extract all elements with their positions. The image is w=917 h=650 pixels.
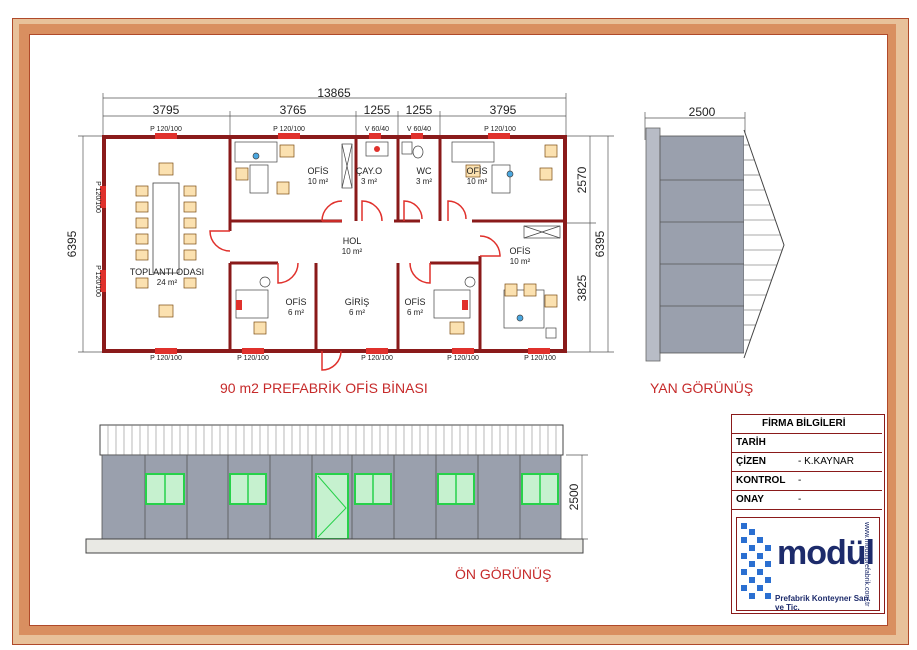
window-label-top-2: P 120/100 bbox=[273, 126, 305, 133]
door-swing bbox=[317, 475, 347, 538]
top-dimension-lines bbox=[102, 93, 567, 138]
title-block-row-drawn: ÇİZEN - K.KAYNAR bbox=[732, 453, 882, 472]
front-roof bbox=[99, 424, 564, 456]
foundation bbox=[85, 538, 584, 554]
logo-url: www.modulprefabrik.com.tr bbox=[863, 522, 870, 607]
overall-width-label: 13865 bbox=[317, 86, 351, 100]
title-block-header: FİRMA BİLGİLERİ bbox=[732, 415, 882, 434]
check-label: KONTROL bbox=[736, 475, 786, 486]
window-markers bbox=[100, 133, 550, 354]
title-block: FİRMA BİLGİLERİ TARİH ÇİZEN - K.KAYNAR K… bbox=[731, 414, 885, 614]
drawn-by-value: - K.KAYNAR bbox=[798, 456, 854, 467]
room-meeting-area: 24 m² bbox=[157, 278, 178, 287]
conference-table bbox=[135, 162, 197, 318]
logo-subtitle: Prefabrik Konteyner San. ve Tic. bbox=[775, 594, 871, 612]
plan-title: 90 m2 PREFABRİK OFİS BİNASI bbox=[220, 380, 428, 396]
window-label-bottom-3: P 120/100 bbox=[361, 355, 393, 362]
right-dim-upper: 2570 bbox=[575, 166, 589, 193]
room-office-3-name: OFİS bbox=[285, 297, 306, 307]
room-office-5-area: 10 m² bbox=[510, 257, 531, 266]
floor-plan: 13865 3795 3765 1255 1255 3795 6395 2570 bbox=[65, 86, 614, 371]
front-door bbox=[315, 473, 349, 540]
title-block-row-date: TARİH bbox=[732, 434, 882, 453]
front-view-title: ÖN GÖRÜNÜŞ bbox=[455, 566, 552, 582]
right-dimension-lines bbox=[566, 135, 614, 353]
approve-label: ONAY bbox=[736, 494, 764, 505]
front-view: 2500 bbox=[85, 424, 588, 554]
title-block-header-text: FİRMA BİLGİLERİ bbox=[762, 418, 846, 429]
segment-label-1: 3795 bbox=[153, 103, 180, 117]
room-entrance-area: 6 m² bbox=[349, 308, 365, 317]
window-label-top-1: P 120/100 bbox=[150, 126, 182, 133]
roof-gable bbox=[743, 129, 785, 359]
room-office-4-area: 6 m² bbox=[407, 308, 423, 317]
room-office-5-name: OFİS bbox=[509, 246, 530, 256]
front-panel-joints bbox=[144, 455, 521, 539]
window-label-top-3: V 60/40 bbox=[365, 126, 389, 133]
window-label-bottom-5: P 120/100 bbox=[524, 355, 556, 362]
window-label-top-5: P 120/100 bbox=[484, 126, 516, 133]
left-dimension-line bbox=[78, 135, 105, 353]
room-office-1-name: OFİS bbox=[307, 166, 328, 176]
doors bbox=[209, 200, 501, 371]
date-label: TARİH bbox=[736, 437, 766, 448]
segment-label-2: 3765 bbox=[280, 103, 307, 117]
room-meeting-name: TOPLANTI ODASI bbox=[130, 267, 204, 277]
check-value: - bbox=[798, 475, 802, 486]
window-label-top-4: V 60/40 bbox=[407, 126, 431, 133]
side-view-title: YAN GÖRÜNÜŞ bbox=[650, 380, 754, 396]
room-wc-name: WC bbox=[417, 166, 432, 176]
room-entrance-name: GİRİŞ bbox=[345, 297, 370, 307]
window-label-left-2: P 120/100 bbox=[94, 265, 101, 297]
front-height-label: 2500 bbox=[567, 483, 581, 510]
room-tea-area: 3 m² bbox=[361, 177, 377, 186]
window-label-bottom-1: P 120/100 bbox=[150, 355, 182, 362]
side-panel-joints bbox=[660, 179, 744, 307]
room-office-2-area: 10 m² bbox=[467, 177, 488, 186]
front-dimension-line bbox=[566, 454, 588, 540]
room-wc-area: 3 m² bbox=[416, 177, 432, 186]
room-office-2-name: OFİS bbox=[466, 166, 487, 176]
window-label-left-1: P 120/100 bbox=[94, 181, 101, 213]
title-block-row-check: KONTROL - bbox=[732, 472, 882, 491]
logo-mark bbox=[741, 523, 771, 599]
segment-label-3: 1255 bbox=[364, 103, 391, 117]
segment-label-5: 3795 bbox=[490, 103, 517, 117]
title-block-row-approve: ONAY - bbox=[732, 491, 882, 510]
window-mullions bbox=[164, 474, 541, 504]
fixtures bbox=[341, 141, 561, 239]
side-wall-panel bbox=[659, 135, 745, 354]
room-office-3-area: 6 m² bbox=[288, 308, 304, 317]
logo-wordmark: modül bbox=[777, 534, 875, 572]
room-hall-area: 10 m² bbox=[342, 247, 363, 256]
side-width-label: 2500 bbox=[689, 105, 716, 119]
side-view: 2500 bbox=[644, 105, 785, 362]
overall-depth-left: 6395 bbox=[65, 230, 79, 257]
room-office-4-name: OFİS bbox=[404, 297, 425, 307]
room-tea-name: ÇAY.O bbox=[356, 166, 382, 176]
window-label-bottom-4: P 120/100 bbox=[447, 355, 479, 362]
segment-label-4: 1255 bbox=[406, 103, 433, 117]
office-furniture bbox=[234, 141, 558, 339]
overall-depth-right: 6395 bbox=[593, 230, 607, 257]
company-logo: modül Prefabrik Konteyner San. ve Tic. w… bbox=[736, 517, 880, 612]
roof-ribs bbox=[107, 425, 557, 455]
drawn-by-label: ÇİZEN bbox=[736, 456, 766, 467]
approve-value: - bbox=[798, 494, 802, 505]
room-office-1-area: 10 m² bbox=[308, 177, 329, 186]
room-hall-name: HOL bbox=[343, 236, 362, 246]
window-label-bottom-2: P 120/100 bbox=[237, 355, 269, 362]
roof-hatching bbox=[744, 144, 782, 341]
right-dim-lower: 3825 bbox=[575, 274, 589, 301]
